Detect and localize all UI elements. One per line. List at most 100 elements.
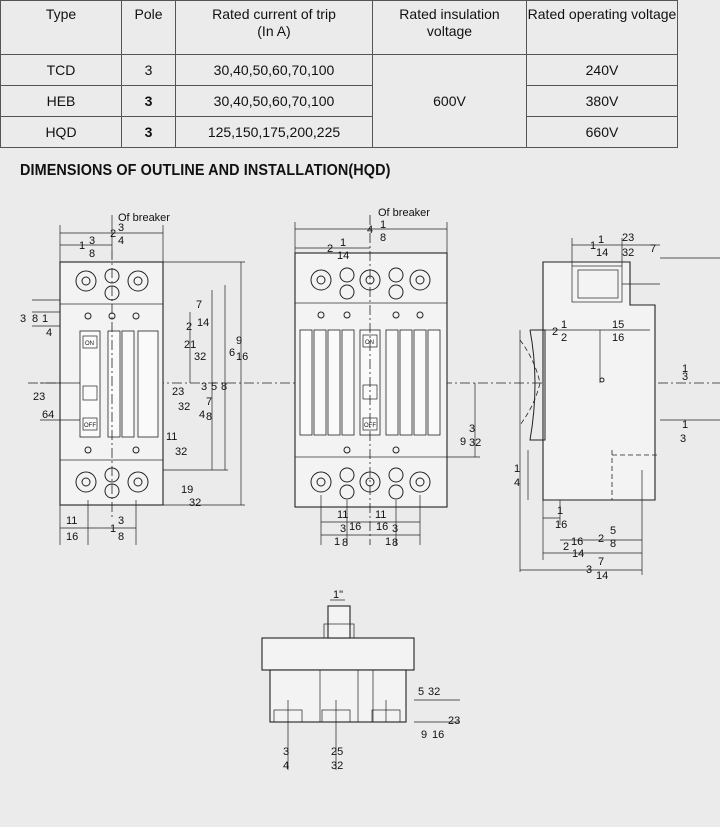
dim-text: 5 — [610, 525, 616, 537]
dim-text: 8 — [32, 313, 38, 325]
terminal-screw — [415, 477, 425, 487]
rib — [385, 329, 399, 436]
dim-text: 3 — [682, 371, 688, 383]
dim-text: 64 — [42, 409, 54, 421]
bottom-view-body — [269, 669, 407, 723]
dim-text: 8 — [342, 537, 348, 549]
dim-text: 32 — [194, 351, 206, 363]
off-window — [82, 417, 98, 431]
bottom-terminal-block — [59, 459, 164, 506]
dim-text: 7 — [206, 396, 212, 408]
dim-text: 23 — [448, 715, 460, 727]
col-insulation: Rated insulation voltage — [372, 0, 527, 55]
mounting-hole — [392, 446, 400, 454]
dim-text: 11 — [166, 431, 177, 443]
off-label: OFF — [84, 423, 96, 429]
dim-text: 16 — [236, 351, 248, 363]
on-window — [82, 335, 98, 349]
dim-text: 1 — [557, 505, 563, 517]
dim-text: 1 — [42, 313, 48, 325]
dim-text: 1 — [110, 523, 116, 535]
handle-arc — [519, 339, 541, 426]
dim-text: 8 — [221, 381, 227, 393]
dim-text: 3 — [680, 433, 686, 445]
terminal-screw — [127, 270, 149, 292]
dim-text: 14 — [572, 548, 584, 560]
terminal-screw — [127, 471, 149, 493]
dim-text: 3 — [201, 381, 207, 393]
table-row: TCD 3 30,40,50,60,70,100 600V 240V — [0, 54, 678, 148]
toggle-stem — [327, 605, 351, 639]
dim-text: 5 — [211, 381, 217, 393]
dim-text: 7 — [196, 299, 202, 311]
rib — [313, 329, 327, 436]
dim-text: 1 — [682, 419, 688, 431]
table-row: HEB 3 30,40,50,60,70,100 380V — [0, 85, 678, 117]
dim-text: 1 — [561, 319, 567, 331]
terminal-screw — [409, 269, 431, 291]
mounting-hole — [392, 311, 400, 319]
dim-text: 9 — [460, 436, 466, 448]
mounting-hole — [84, 446, 92, 454]
toggle-base — [323, 623, 355, 639]
dim-text: 32 — [469, 437, 481, 449]
bottom-terminal-block — [294, 456, 448, 508]
side-terminal-inner — [577, 269, 619, 299]
terminal-screw — [415, 275, 425, 285]
top-terminal-block — [294, 252, 448, 304]
dim-text: 14 — [197, 317, 209, 329]
dim-text: 4 — [46, 327, 52, 339]
dim-text: 2 — [552, 326, 558, 338]
on-label: ON — [365, 340, 374, 346]
terminal-screw — [339, 484, 355, 500]
cell-current: 30,40,50,60,70,100 — [175, 54, 373, 86]
col-pole: Pole — [121, 0, 176, 55]
table-header-row: Type Pole Rated current of trip (In A) R… — [0, 0, 678, 55]
mounting-hole — [84, 312, 92, 320]
dim-text: 3 — [118, 515, 124, 527]
dim-text: 16 — [555, 519, 567, 531]
mounting-hole — [132, 446, 140, 454]
dim-text: 14 — [596, 247, 608, 259]
mounting-hole — [599, 377, 605, 383]
dim-text: 21 — [184, 339, 196, 351]
dim-text: 7 — [598, 556, 604, 568]
rib — [399, 329, 413, 436]
dim-text: 2 — [327, 243, 333, 255]
dim-text: 16 — [571, 536, 583, 548]
dim-text: 1 — [340, 237, 346, 249]
dim-text: 3 — [20, 313, 26, 325]
of-breaker-label: Of breaker — [378, 207, 430, 219]
dim-text: 2 — [186, 321, 192, 333]
rib — [427, 329, 441, 436]
dim-text: 1 — [380, 219, 386, 231]
dim-text: 16 — [432, 729, 444, 741]
cell-insulation: 600V — [372, 54, 527, 148]
dim-text: 16 — [376, 521, 388, 533]
dim-text: 19 — [181, 484, 193, 496]
dim-text: 3 — [469, 423, 475, 435]
dim-text: 32 — [178, 401, 190, 413]
terminal-screw — [316, 477, 326, 487]
dim-text: 32 — [331, 760, 343, 772]
dim-text: 32 — [428, 686, 440, 698]
cell-current: 125,150,175,200,225 — [175, 116, 373, 148]
dim-text: 8 — [380, 232, 386, 244]
terminal-screw — [339, 284, 355, 300]
terminal-screw — [310, 269, 332, 291]
dim-text: 3 — [340, 523, 346, 535]
mounting-hole — [416, 311, 424, 319]
dim-text: 1 — [385, 536, 391, 548]
dim-text: 6 — [229, 347, 235, 359]
terminal-screw — [339, 267, 355, 283]
dim-text: 32 — [189, 497, 201, 509]
terminal-screw — [409, 471, 431, 493]
dim-text: 1 — [598, 234, 604, 246]
bottom-view: 1" 3 4 25 32 5 32 9 16 23 — [261, 589, 460, 772]
col-type: Type — [0, 0, 122, 55]
mounting-hole — [317, 311, 325, 319]
dim-text: 25 — [331, 746, 343, 758]
dim-text: 5 — [418, 686, 424, 698]
spec-table: Type Pole Rated current of trip (In A) R… — [0, 0, 678, 148]
